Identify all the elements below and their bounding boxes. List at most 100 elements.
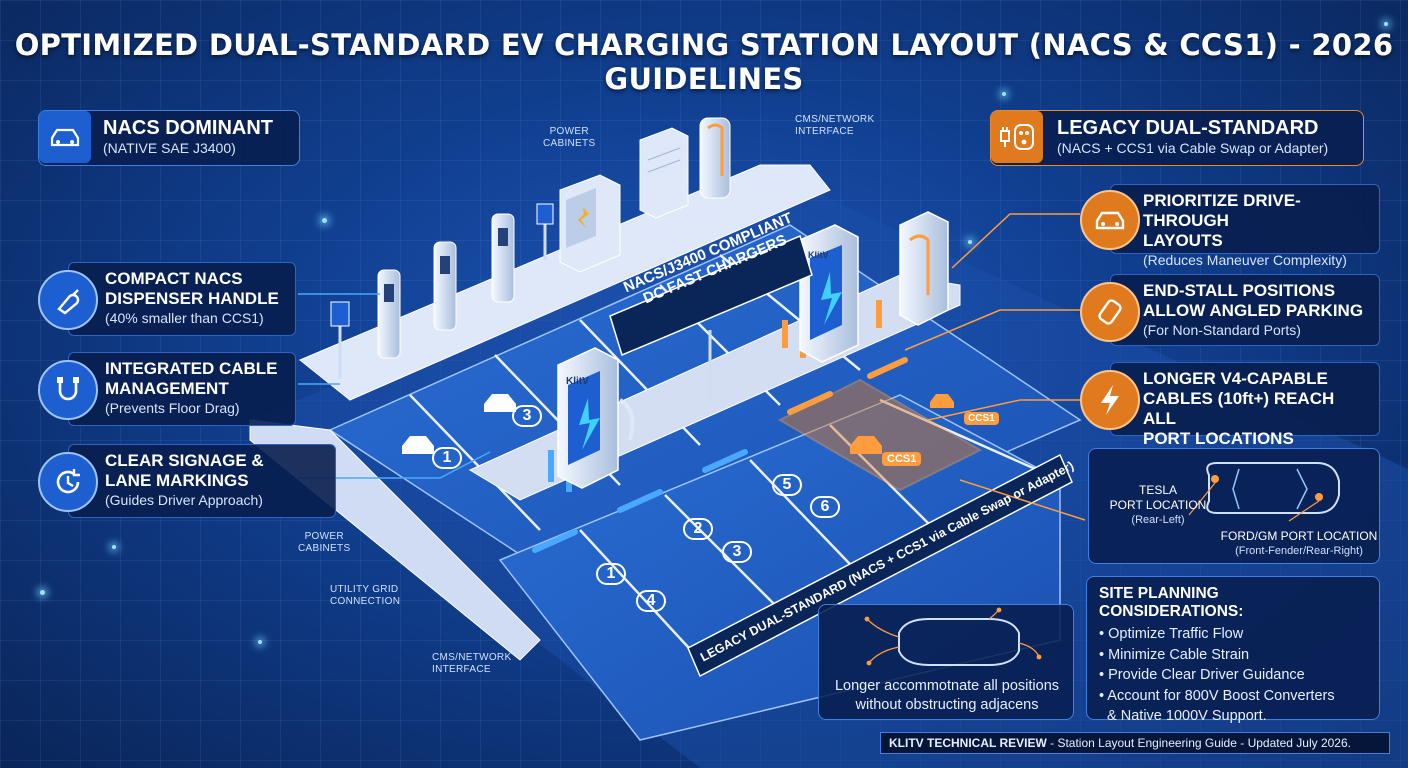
connector-lines	[298, 293, 491, 479]
stall-number-badge: 2	[683, 518, 713, 540]
nacs-panel-title: NACS DOMINANT	[103, 117, 273, 139]
port-location-panel: TESLA PORT LOCATION (Rear-Left) FORD/GM …	[1088, 448, 1380, 564]
tesla-sub: (Rear-Left)	[1131, 514, 1185, 526]
legacy-panel-title: LEGACY DUAL-STANDARD	[1057, 117, 1319, 139]
feature-box: CLEAR SIGNAGE & LANE MARKINGS (Guides Dr…	[68, 444, 336, 518]
feature-box: LONGER V4-CAPABLE CABLES (10ft+) REACH A…	[1110, 362, 1380, 448]
feature-cable-management: INTEGRATED CABLE MANAGEMENT (Prevents Fl…	[38, 352, 298, 426]
lightning-icon	[1080, 370, 1140, 430]
site-planning-list: • Optimize Traffic Flow • Minimize Cable …	[1099, 624, 1367, 727]
car-icon	[39, 111, 91, 163]
feature-title: LAYOUTS	[1143, 231, 1223, 250]
sparkle	[1384, 22, 1388, 26]
sparkle	[112, 545, 116, 549]
nacs-panel-subtitle: (NATIVE SAE J3400)	[103, 140, 236, 156]
sparkle	[322, 218, 327, 223]
feature-title: DISPENSER HANDLE	[105, 289, 279, 308]
ford-title: FORD/GM PORT LOCATION	[1220, 529, 1378, 543]
footer-bar: KLITV TECHNICAL REVIEW - Station Layout …	[880, 732, 1390, 754]
wheel-stops-orange	[787, 357, 908, 415]
feature-title: PORT LOCATIONS	[1143, 429, 1294, 448]
stall-number-badge: 3	[512, 405, 542, 427]
feature-subtitle: (Prevents Floor Drag)	[105, 400, 240, 416]
feature-title: ALLOW ANGLED PARKING	[1143, 301, 1364, 320]
cable-reach-panel: Longer accommotnate all positions withou…	[818, 604, 1074, 720]
site-planning-item: & Native 1000V Support.	[1099, 708, 1267, 724]
site-planning-item: • Provide Clear Driver Guidance	[1099, 667, 1305, 683]
feature-title: PRIORITIZE DRIVE-THROUGH	[1143, 191, 1301, 230]
nacs-dominant-panel: NACS DOMINANT (NATIVE SAE J3400)	[38, 110, 300, 166]
power-cabinets-label: POWER CABINETS	[543, 126, 596, 149]
feature-title: LONGER V4-CAPABLE	[1143, 369, 1328, 388]
ccs1-tag: CCS1	[882, 452, 922, 466]
stall-number-badge: 4	[636, 590, 666, 612]
feature-title: INTEGRATED CABLE	[105, 359, 278, 378]
sparkle	[1002, 92, 1006, 96]
cms-network-label-bottom: CMS/NETWORK INTERFACE	[432, 652, 512, 675]
feature-signage: CLEAR SIGNAGE & LANE MARKINGS (Guides Dr…	[38, 444, 336, 518]
legacy-banner	[687, 453, 1073, 678]
car-icon	[850, 436, 882, 454]
ford-gm-port-label: FORD/GM PORT LOCATION (Front-Fender/Rear…	[1217, 529, 1381, 559]
site-planning-title: SITE PLANNING CONSIDERATIONS:	[1099, 585, 1244, 620]
page-title: OPTIMIZED DUAL-STANDARD EV CHARGING STAT…	[14, 28, 1394, 96]
brand-label: KlitV	[566, 376, 589, 387]
cable-panel-line1: Longer accommotnate all positions	[834, 678, 1060, 694]
legacy-panel-subtitle: (NACS + CCS1 via Cable Swap or Adapter)	[1057, 140, 1329, 156]
feature-subtitle: (Guides Driver Approach)	[105, 492, 263, 508]
legacy-charger-top	[699, 117, 731, 199]
power-cabinets-label-bottom: POWER CABINETS	[298, 531, 351, 554]
stall-number-badge: 1	[596, 563, 626, 585]
feature-title: MANAGEMENT	[105, 379, 229, 398]
site-planning-item: • Optimize Traffic Flow	[1099, 626, 1244, 642]
cable-panel-text: Longer accommotnate all positions withou…	[819, 677, 1075, 715]
feature-box: INTEGRATED CABLE MANAGEMENT (Prevents Fl…	[68, 352, 296, 426]
car-icon	[930, 394, 954, 408]
stall-number-badge: 3	[722, 541, 752, 563]
ccs1-tag: CCS1	[964, 412, 999, 425]
feature-box: PRIORITIZE DRIVE-THROUGH LAYOUTS (Reduce…	[1110, 184, 1380, 268]
stall-car-icons	[402, 394, 516, 454]
legacy-charger-right	[899, 211, 949, 326]
nacs-handle-icon	[38, 270, 98, 330]
feature-subtitle: (For Non-Standard Ports)	[1143, 322, 1301, 338]
tesla-title-2: PORT LOCATION	[1109, 498, 1207, 512]
tesla-port-label: TESLA PORT LOCATION (Rear-Left)	[1103, 483, 1213, 528]
car-front-icon	[1080, 190, 1140, 250]
footer-brand: KLITV TECHNICAL REVIEW	[889, 736, 1047, 750]
large-charger-right	[799, 224, 859, 363]
site-planning-item: • Minimize Cable Strain	[1099, 646, 1250, 663]
utility-grid-label: UTILITY GRID CONNECTION	[330, 584, 401, 607]
gauge-arrow-icon	[38, 452, 98, 512]
car-icon	[402, 436, 434, 454]
feature-compact-nacs: COMPACT NACS DISPENSER HANDLE (40% small…	[38, 262, 298, 336]
power-cabinet	[559, 174, 621, 273]
brand-label: KlitV	[808, 250, 829, 260]
plug-connector-icon	[991, 111, 1043, 163]
feature-title: COMPACT NACS	[105, 269, 243, 288]
cms-network-label: CMS/NETWORK INTERFACE	[795, 114, 875, 137]
feature-title: CABLES (10ft+) REACH ALL	[1143, 389, 1335, 428]
car-cable-diagram	[864, 607, 1042, 666]
feature-end-stall: END-STALL POSITIONS ALLOW ANGLED PARKING…	[1080, 274, 1380, 346]
feature-title: CLEAR SIGNAGE &	[105, 451, 264, 470]
orange-car-icons	[850, 394, 954, 454]
cable-panel-line2: without obstructing adjacens	[855, 697, 1039, 713]
sign-posts	[330, 203, 554, 378]
end-stall-highlight	[777, 378, 983, 492]
ford-sub: (Front-Fender/Rear-Right)	[1235, 545, 1363, 557]
stall-number-badge: 6	[810, 496, 840, 518]
feature-drive-through: PRIORITIZE DRIVE-THROUGH LAYOUTS (Reduce…	[1080, 184, 1380, 268]
feature-subtitle: (Reduces Maneuver Complexity)	[1143, 252, 1347, 268]
connector-lines-orange	[904, 213, 1086, 521]
feature-box: END-STALL POSITIONS ALLOW ANGLED PARKING…	[1110, 274, 1380, 346]
sparkle	[968, 240, 972, 244]
feature-title: LANE MARKINGS	[105, 471, 249, 490]
large-charger-left	[557, 347, 635, 489]
cable-plug-icon	[38, 360, 98, 420]
power-cabinet-2	[639, 127, 689, 219]
back-row-chargers	[377, 213, 515, 359]
footer-text: - Station Layout Engineering Guide - Upd…	[1046, 736, 1351, 750]
wheel-stops	[532, 449, 748, 553]
